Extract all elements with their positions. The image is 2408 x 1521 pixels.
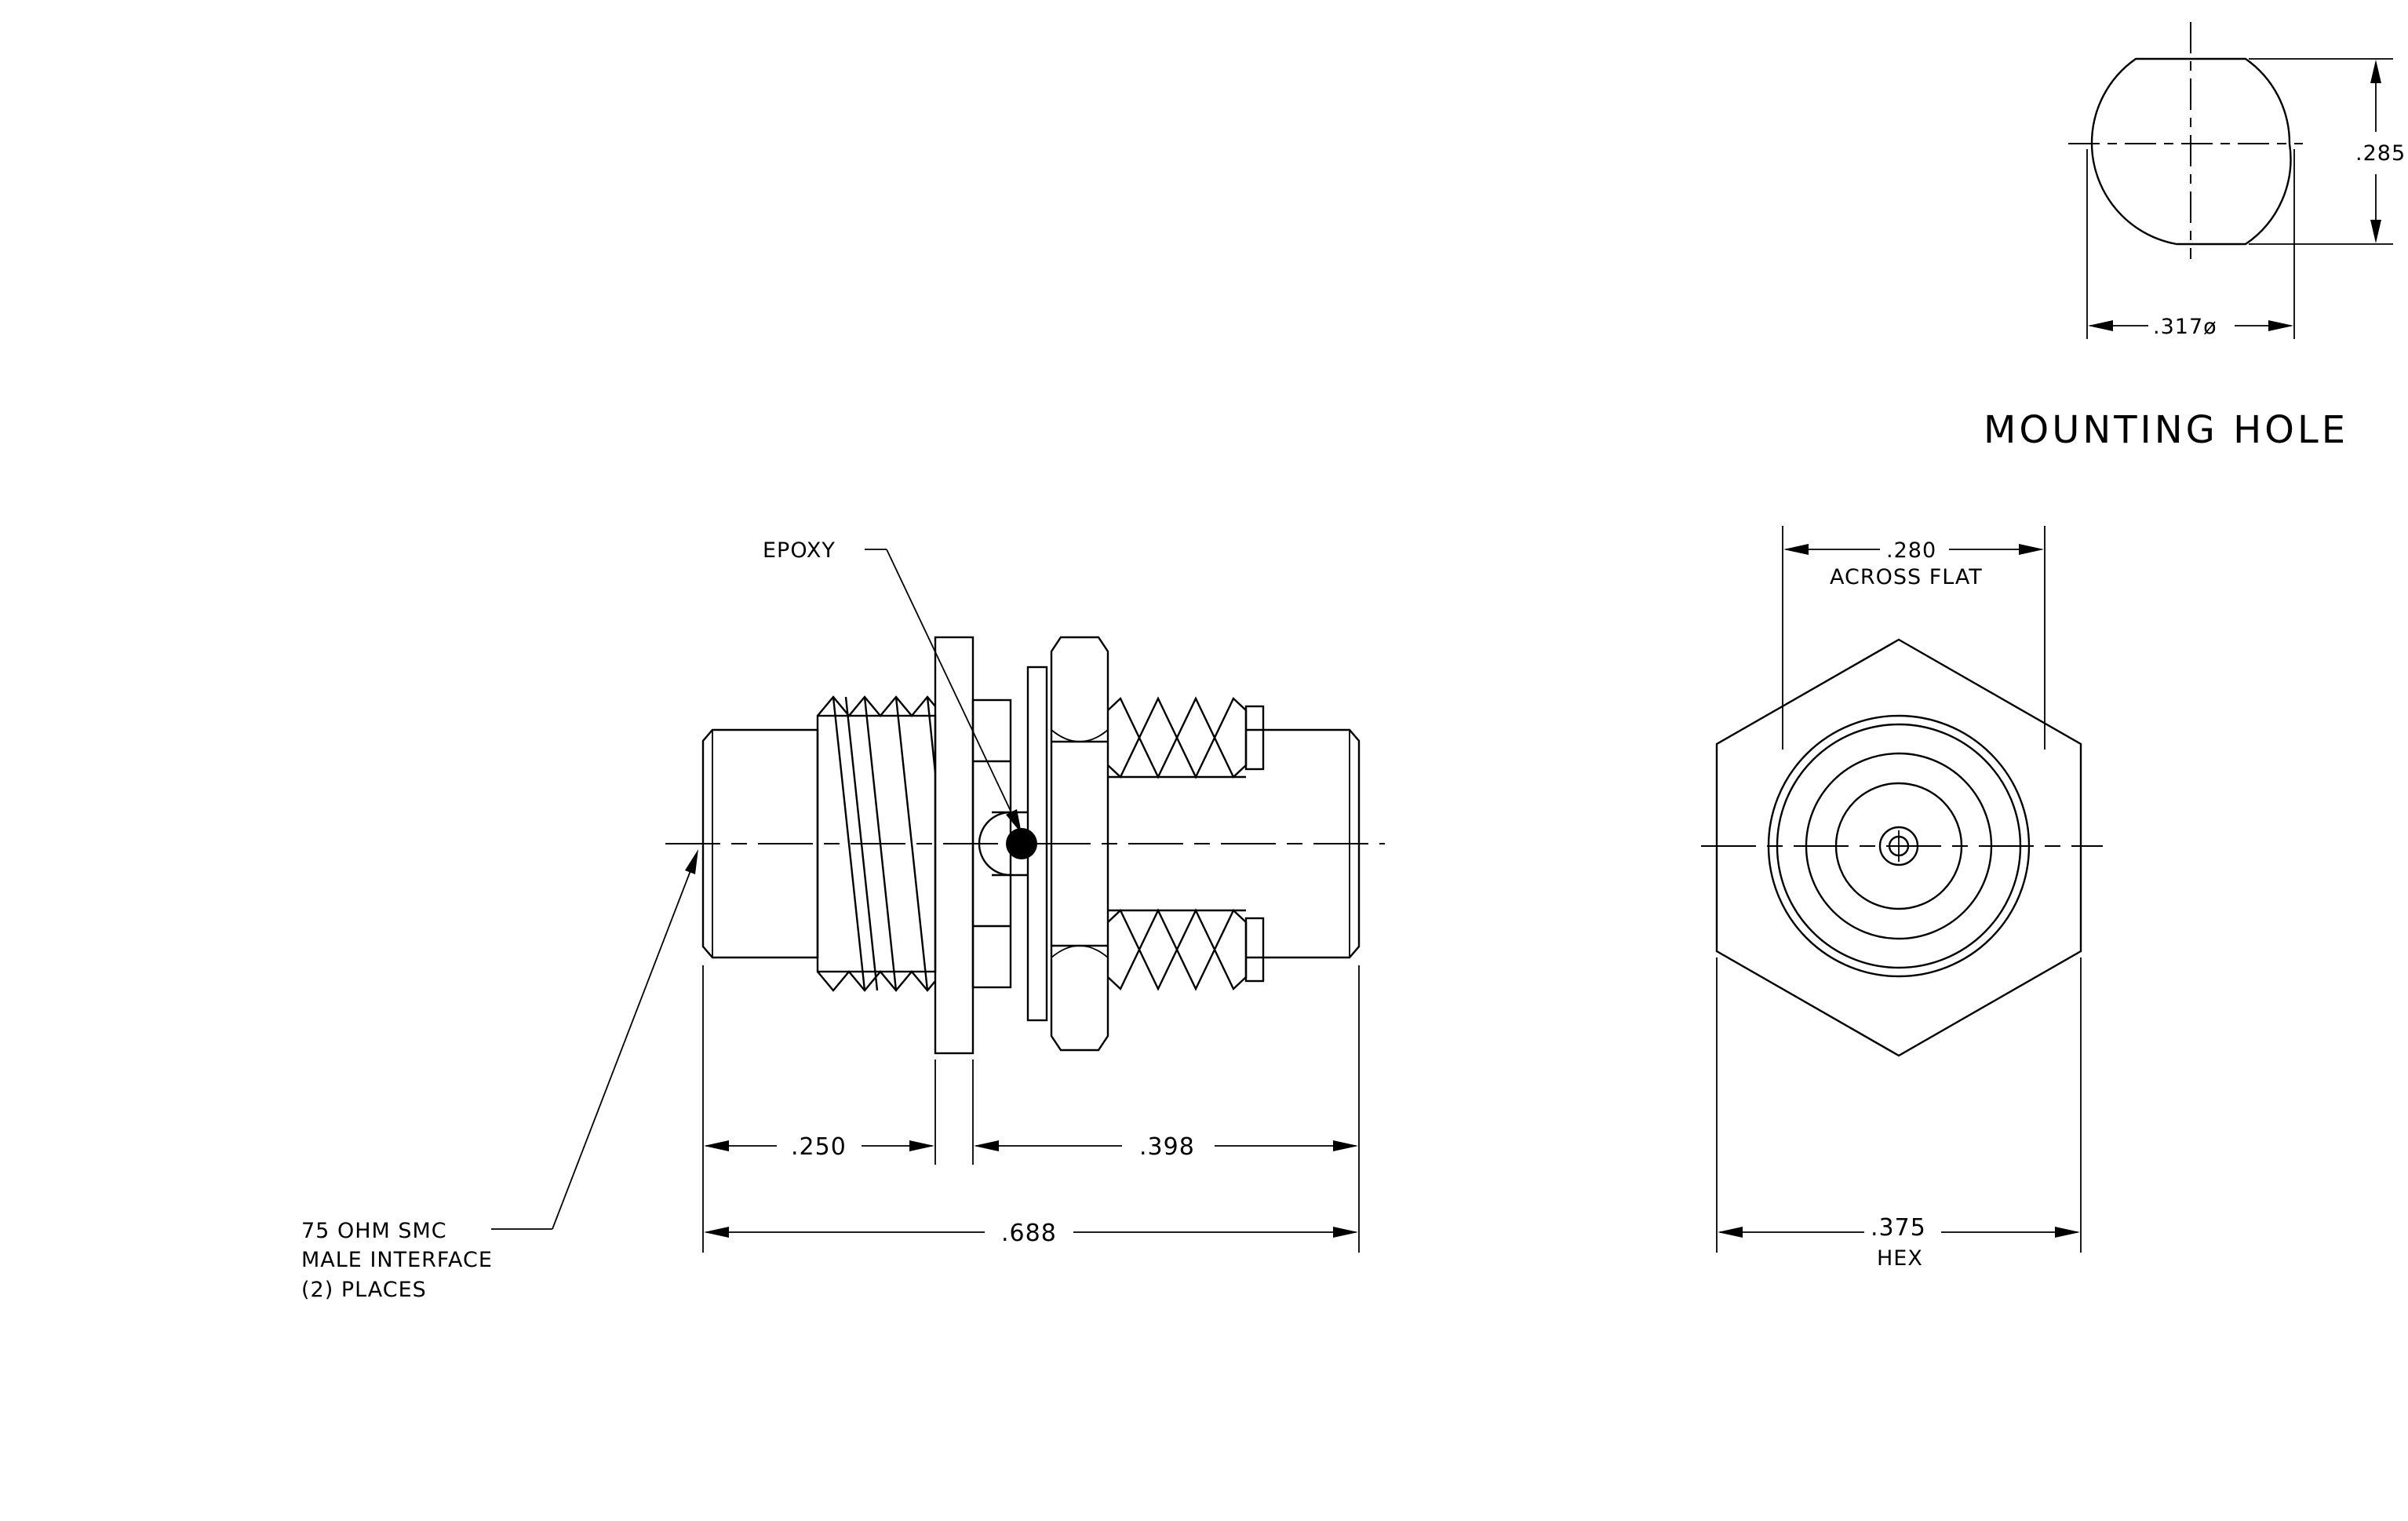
side-view: EPOXY 75 OHM SMC MALE INTERFACE (2) PLAC… xyxy=(301,538,1385,1302)
epoxy-leader xyxy=(886,549,1018,825)
dia-arrow-right xyxy=(2268,320,2293,331)
interface-note-line-2: MALE INTERFACE xyxy=(301,1248,493,1272)
dim-398-label: .398 xyxy=(1139,1133,1195,1161)
epoxy-leader-arrow xyxy=(1006,809,1022,833)
left-thread-helix-5 xyxy=(844,696,879,991)
hex-value: .375 xyxy=(1871,1214,1926,1242)
lock-washer xyxy=(1026,666,1048,1022)
hex-arrow-right xyxy=(2055,1227,2080,1238)
left-thread-helix-4 xyxy=(926,696,937,774)
right-thread-shoulder-bottom xyxy=(1244,917,1265,983)
dim-398-arrow-right xyxy=(1333,1140,1358,1151)
diameter-dimension-label: .317ø xyxy=(2153,315,2217,339)
left-thread-helix-3 xyxy=(894,696,929,991)
epoxy-bead xyxy=(1006,828,1037,859)
dia-arrow-left xyxy=(2088,320,2113,331)
mounting-hole-title: MOUNTING HOLE xyxy=(1984,408,2348,452)
right-interface-body xyxy=(1246,728,1361,959)
flat-arrow-bottom xyxy=(2370,220,2381,243)
hex-text: HEX xyxy=(1877,1246,1923,1271)
flat-arrow-top xyxy=(2370,60,2381,83)
end-view: .280 ACROSS FLAT .375 HEX xyxy=(1701,526,2103,1271)
left-thread-profile-top xyxy=(817,695,936,717)
across-flat-arrow-right xyxy=(2019,544,2044,555)
left-thread-profile-bottom xyxy=(817,970,936,992)
dim-250-arrow-right xyxy=(909,1140,934,1151)
across-flat-text: ACROSS FLAT xyxy=(1830,565,1983,589)
hex-outline xyxy=(1715,638,2082,1057)
mounting-flange xyxy=(934,636,974,1055)
across-flat-arrow-left xyxy=(1783,544,1809,555)
right-thread-shoulder-top xyxy=(1244,705,1265,771)
flat-dimension-label: .285 xyxy=(2355,141,2406,166)
hex-nut-side xyxy=(1050,636,1109,1052)
across-flat-value: .280 xyxy=(1886,538,1936,563)
dim-250-label: .250 xyxy=(791,1133,847,1161)
hex-nut-arc-top xyxy=(1051,729,1109,742)
mounting-hole-outline xyxy=(2090,57,2292,246)
left-thread-helix-2 xyxy=(863,696,898,991)
interface-leader xyxy=(552,858,696,1230)
dim-398-arrow-left xyxy=(974,1140,999,1151)
dim-688-arrow-right xyxy=(1333,1227,1358,1238)
epoxy-groove xyxy=(978,811,1011,877)
epoxy-label: EPOXY xyxy=(763,538,836,563)
left-thread-helix-1 xyxy=(832,696,866,991)
hex-nut-arc-bottom xyxy=(1051,945,1109,958)
dim-688-arrow-left xyxy=(704,1227,729,1238)
dim-250-arrow-left xyxy=(704,1140,729,1151)
mounting-hole-view: .285 .317ø MOUNTING HOLE xyxy=(1984,22,2406,452)
hex-arrow-left xyxy=(1718,1227,1743,1238)
dim-688-label: .688 xyxy=(1001,1220,1057,1247)
right-thread-upper xyxy=(1107,696,1248,779)
right-thread-lower xyxy=(1107,908,1248,991)
interface-note-line-3: (2) PLACES xyxy=(301,1278,427,1302)
interface-note-line-1: 75 OHM SMC xyxy=(301,1219,447,1243)
interface-leader-arrow xyxy=(685,849,698,874)
